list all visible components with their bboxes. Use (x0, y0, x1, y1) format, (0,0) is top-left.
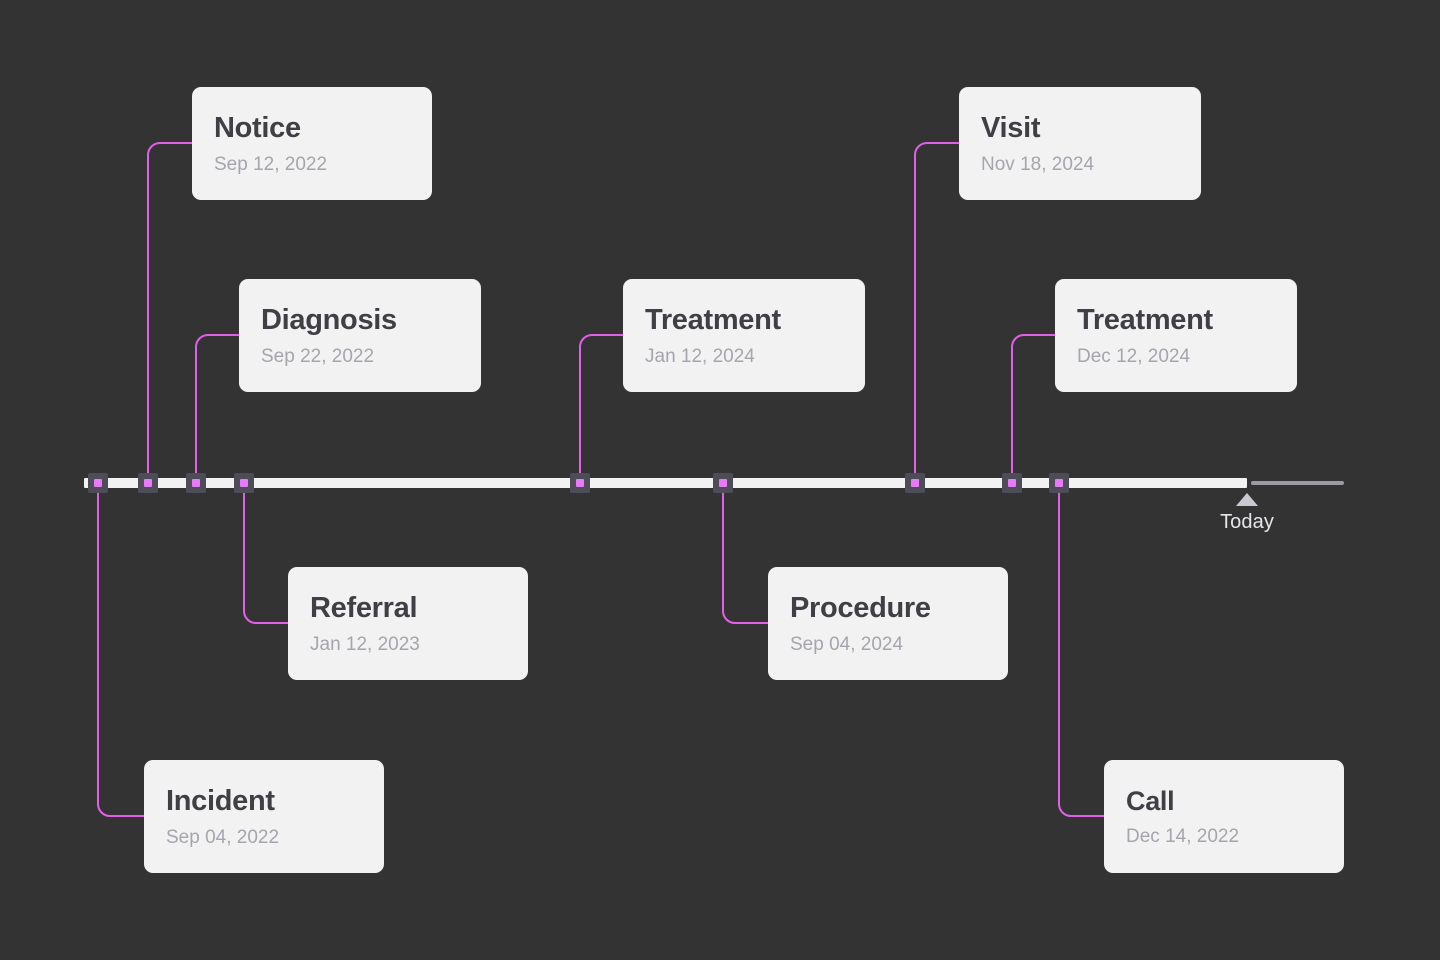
event-card-date: Dec 12, 2024 (1077, 345, 1191, 367)
connector-call (1058, 492, 1105, 817)
event-card-date: Dec 14, 2022 (1126, 825, 1240, 847)
event-card-date: Sep 04, 2022 (166, 826, 280, 848)
marker-dot-icon (192, 479, 200, 487)
marker-dot-icon (240, 479, 248, 487)
event-card-date: Sep 04, 2024 (790, 633, 904, 655)
event-card-date: Jan 12, 2024 (645, 345, 755, 367)
timeline-marker-incident[interactable] (88, 473, 108, 493)
event-card-date: Sep 22, 2022 (261, 345, 375, 367)
connector-diagnosis (195, 334, 240, 474)
marker-dot-icon (576, 479, 584, 487)
event-card-title: Procedure (790, 592, 931, 625)
connector-incident (97, 492, 145, 817)
today-label: Today (1220, 511, 1274, 533)
connector-visit (914, 142, 960, 474)
timeline-marker-referral[interactable] (234, 473, 254, 493)
marker-dot-icon (94, 479, 102, 487)
timeline-axis-past (84, 478, 1247, 488)
event-card-title: Call (1126, 786, 1175, 817)
event-card-title: Notice (214, 112, 301, 145)
marker-dot-icon (719, 479, 727, 487)
event-card-title: Referral (310, 592, 418, 625)
marker-dot-icon (144, 479, 152, 487)
connector-treatment-2024-12 (1011, 334, 1056, 474)
timeline-marker-procedure[interactable] (713, 473, 733, 493)
event-card-title: Visit (981, 112, 1041, 145)
today-indicator: Today (1187, 493, 1307, 534)
event-card-title: Diagnosis (261, 304, 397, 337)
marker-dot-icon (1008, 479, 1016, 487)
timeline-marker-call[interactable] (1049, 473, 1069, 493)
timeline-marker-treatment-2024-12[interactable] (1002, 473, 1022, 493)
connector-notice (147, 142, 193, 474)
marker-dot-icon (1055, 479, 1063, 487)
marker-dot-icon (911, 479, 919, 487)
timeline-axis-future (1251, 481, 1344, 485)
event-card-title: Treatment (645, 304, 781, 337)
timeline-marker-notice[interactable] (138, 473, 158, 493)
triangle-up-icon (1236, 493, 1258, 506)
event-card-date: Sep 12, 2022 (214, 153, 328, 175)
connector-referral (243, 492, 289, 624)
timeline-marker-visit[interactable] (905, 473, 925, 493)
event-card-date: Nov 18, 2024 (981, 153, 1095, 175)
connector-procedure (722, 492, 769, 624)
timeline-marker-treatment-2024-01[interactable] (570, 473, 590, 493)
event-card-title: Treatment (1077, 304, 1213, 337)
event-card-date: Jan 12, 2023 (310, 633, 420, 655)
connector-treatment-2024-01 (579, 334, 624, 474)
event-card-title: Incident (166, 785, 275, 818)
timeline-marker-diagnosis[interactable] (186, 473, 206, 493)
